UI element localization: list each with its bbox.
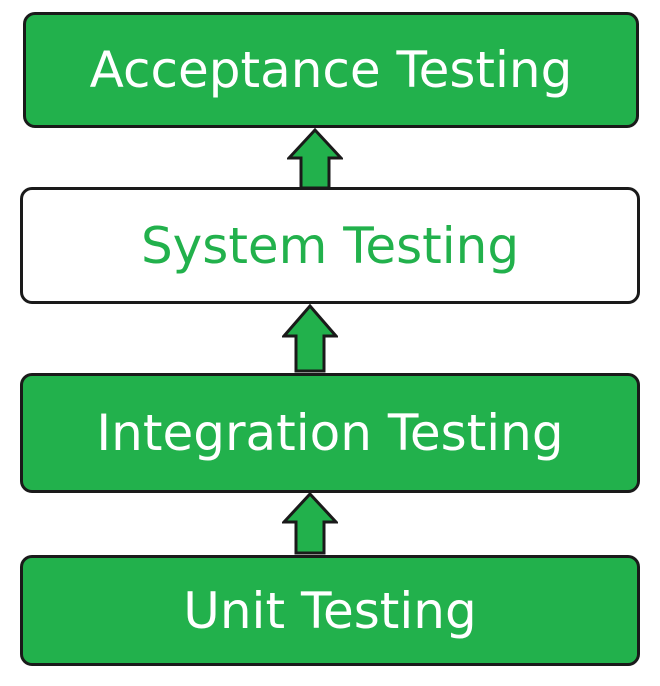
- level-integration-testing: Integration Testing: [20, 373, 640, 493]
- level-label: Integration Testing: [96, 404, 564, 462]
- level-label: Acceptance Testing: [89, 41, 573, 99]
- level-acceptance-testing: Acceptance Testing: [23, 12, 639, 128]
- level-unit-testing: Unit Testing: [20, 555, 640, 666]
- level-label: Unit Testing: [183, 581, 477, 640]
- up-arrow-icon: [282, 304, 338, 373]
- level-system-testing: System Testing: [20, 187, 640, 304]
- up-arrow-icon: [282, 492, 338, 555]
- up-arrow-icon: [287, 128, 343, 190]
- level-label: System Testing: [140, 216, 520, 275]
